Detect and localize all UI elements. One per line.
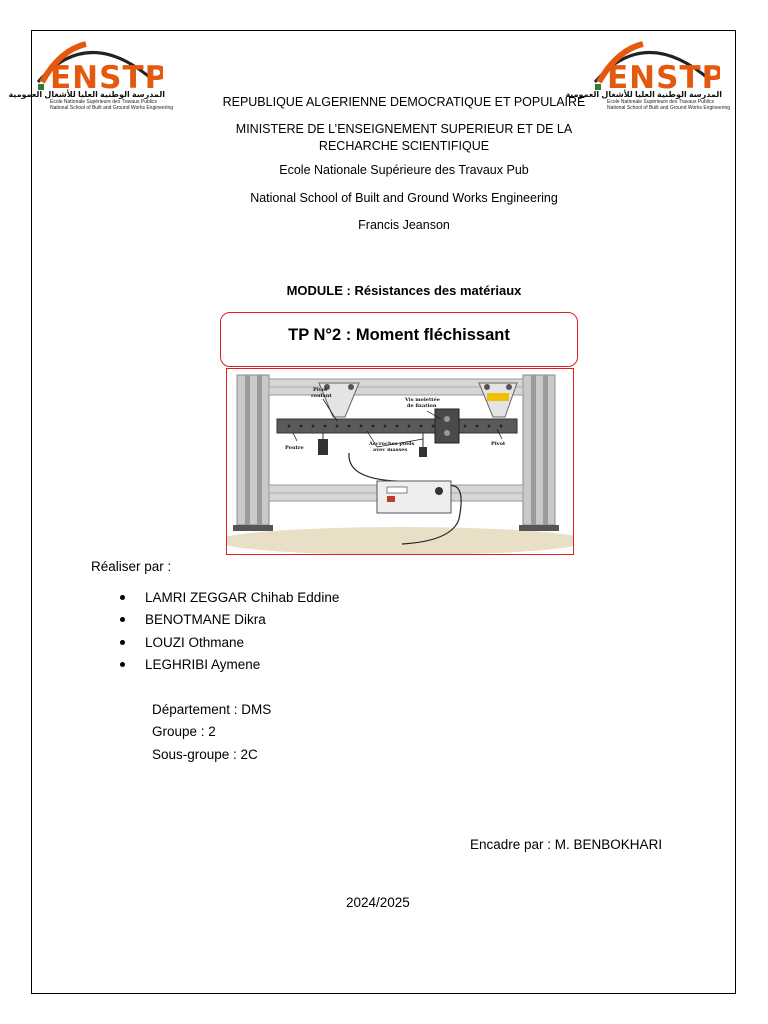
figure-label-vis-2: de fixation	[407, 403, 437, 409]
realiser-label: Réaliser par :	[91, 559, 172, 574]
figure-label-accroches-2: avec masses	[373, 447, 407, 453]
header-republic: REPUBLIQUE ALGERIENNE DEMOCRATIQUE ET PO…	[222, 95, 586, 109]
member-item: LAMRI ZEGGAR Chihab Eddine	[116, 588, 339, 610]
groupe: Groupe : 2	[152, 724, 216, 739]
header-school-name: Francis Jeanson	[358, 218, 450, 232]
figure-label-vis-1: Vis molettée	[404, 396, 440, 403]
figure-label-pivot-roulant-2: roulant	[311, 393, 332, 399]
module-title: MODULE : Résistances des matériaux	[286, 283, 522, 298]
page-border	[31, 30, 736, 994]
encadre-par: Encadre par : M. BENBOKHARI	[470, 837, 663, 852]
logo-arabic-text: المدرسة الوطنية العليا للأشغال العمومية	[565, 90, 722, 99]
tp-title-box: TP N°2 : Moment fléchissant	[220, 312, 578, 367]
figure-label-pivot-roulant-1: Pivot	[313, 387, 328, 393]
enstp-logo-left: ENSTP المدرسة الوطنية العليا للأشغال الع…	[8, 32, 173, 122]
departement: Département : DMS	[152, 702, 272, 717]
tp-title: TP N°2 : Moment fléchissant	[288, 326, 510, 344]
members-list: LAMRI ZEGGAR Chihab Eddine BENOTMANE Dik…	[116, 588, 339, 677]
member-item: BENOTMANE Dikra	[116, 610, 339, 632]
member-item: LEGHRIBI Aymene	[116, 655, 339, 677]
figure-label-pivot: Pivot	[491, 441, 506, 447]
logo-subtitle: Ecole Nationale Supérieure des Travaux P…	[50, 99, 174, 111]
academic-year: 2024/2025	[346, 895, 410, 910]
logo-subtitle-line1: Ecole Nationale Supérieure des Travaux P…	[607, 99, 715, 105]
header-ministry-2: RECHARCHE SCIENTIFIQUE	[318, 139, 490, 153]
logo-subtitle-line2: National School of Built and Ground Work…	[50, 105, 174, 111]
sous-groupe: Sous-groupe : 2C	[152, 747, 258, 762]
figure-label-accroches-1: Accroches poids	[368, 441, 415, 447]
logo-wordmark: ENSTP	[607, 60, 720, 92]
logo-subtitle-line2: National School of Built and Ground Work…	[607, 105, 731, 111]
logo-subtitle: Ecole Nationale Supérieure des Travaux P…	[607, 99, 731, 111]
logo-wordmark: ENSTP	[50, 60, 163, 92]
header-school-en: National School of Built and Ground Work…	[250, 191, 558, 205]
logo-arabic-text: المدرسة الوطنية العليا للأشغال العمومية	[8, 90, 165, 99]
logo-subtitle-line1: Ecole Nationale Supérieure des Travaux P…	[50, 99, 158, 105]
member-item: LOUZI Othmane	[116, 633, 339, 655]
enstp-logo-right: ENSTP المدرسة الوطنية العليا للأشغال الع…	[565, 32, 730, 122]
apparatus-figure: Pivot roulant Vis molettée de fixation A…	[226, 368, 574, 555]
header-school-fr: Ecole Nationale Supérieure des Travaux P…	[279, 163, 529, 177]
header-ministry-1: MINISTERE DE L’ENSEIGNEMENT SUPERIEUR ET…	[235, 122, 573, 136]
figure-label-poutre: Poutre	[285, 445, 304, 451]
